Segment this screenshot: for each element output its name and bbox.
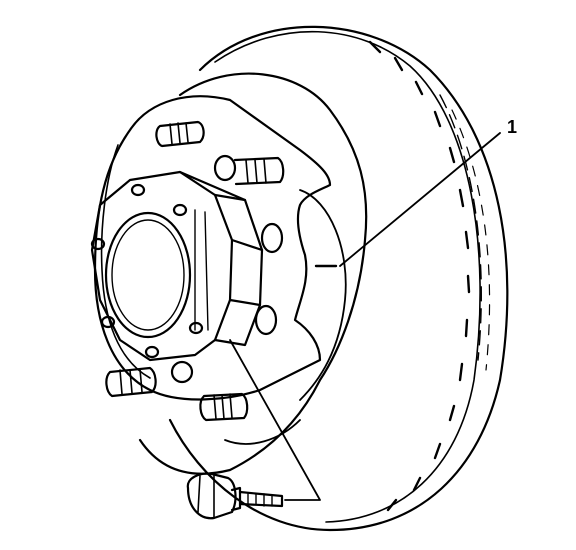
hub-pilot <box>90 170 264 362</box>
bolt-leader-line <box>229 339 321 501</box>
retaining-bolt <box>186 472 284 520</box>
callout-1-leader <box>339 132 501 267</box>
wheel-stud-top <box>155 120 205 148</box>
rotor-front-face <box>138 72 368 475</box>
rotor-vent-slots <box>368 40 471 512</box>
hub-flange <box>93 95 332 401</box>
leader-lines <box>229 132 501 501</box>
rotor-outer-rim <box>168 25 509 532</box>
wheel-stud-upper-right <box>213 154 285 186</box>
callout-1-label: 1 <box>507 117 517 137</box>
wheel-stud-lower-left <box>105 360 194 398</box>
wheel-stud-right <box>254 222 284 336</box>
wheel-stud-bottom <box>199 392 249 422</box>
